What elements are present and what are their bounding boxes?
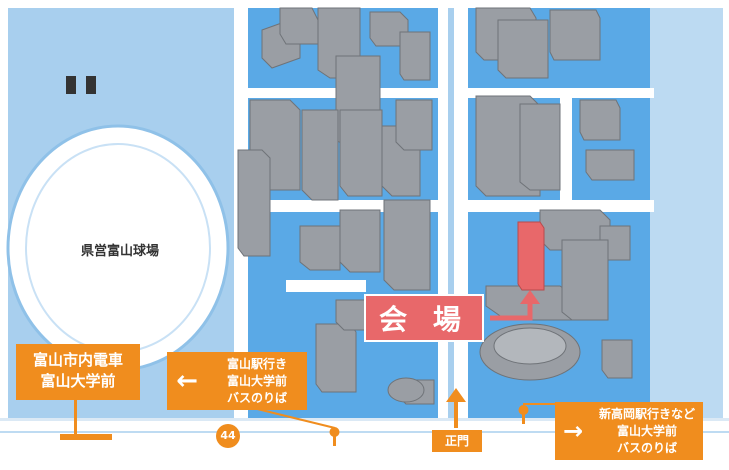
tram-stop-line2: 富山大学前	[40, 372, 116, 390]
route-number-badge: 44	[216, 424, 240, 448]
tram-pointer	[74, 398, 77, 434]
stadium-label: 県営富山球場	[80, 244, 159, 259]
venue-arrow-icon	[490, 290, 540, 321]
river	[650, 8, 723, 420]
left-arrow-icon: ←	[176, 365, 198, 396]
road-median	[448, 8, 454, 420]
bus-stop-marker-1	[329, 427, 340, 446]
bus-stop-2-line1: 新高岡駅行きなど	[598, 406, 695, 421]
stadium-marker-right	[86, 76, 96, 94]
bus-stop-2-label[interactable]: → 新高岡駅行きなど 富山大学前 バスのりば	[555, 402, 703, 460]
buildings	[237, 7, 635, 405]
rotunda-top	[493, 327, 567, 365]
small-rotunda	[387, 377, 425, 403]
bus-stop-2-line2: 富山大学前	[616, 423, 677, 438]
bus-stop-1-line1: 富山駅行き	[226, 356, 287, 371]
venue-label[interactable]: 会 場	[364, 294, 484, 342]
bus-stop-2-line3: バスのりば	[616, 440, 677, 455]
gate-arrow-icon	[446, 388, 466, 428]
tram-platform	[60, 434, 112, 440]
road-v2	[560, 98, 572, 208]
right-arrow-icon: →	[562, 416, 584, 445]
venue-building	[517, 221, 545, 291]
bus-stop-1-line3: バスのりば	[226, 390, 287, 405]
bus-stop-marker-2	[518, 405, 529, 424]
tram-stop-label[interactable]: 富山市内電車 富山大学前	[16, 344, 140, 400]
tram-stop-line1: 富山市内電車	[32, 351, 123, 369]
main-gate-label[interactable]: 正門	[432, 430, 482, 452]
road-edge	[0, 418, 729, 421]
bus-stop-1-label[interactable]: ← 富山駅行き 富山大学前 バスのりば	[167, 352, 307, 410]
stadium-marker-left	[66, 76, 76, 94]
road-h3	[286, 280, 366, 292]
bus-stop-1-line2: 富山大学前	[226, 373, 287, 388]
